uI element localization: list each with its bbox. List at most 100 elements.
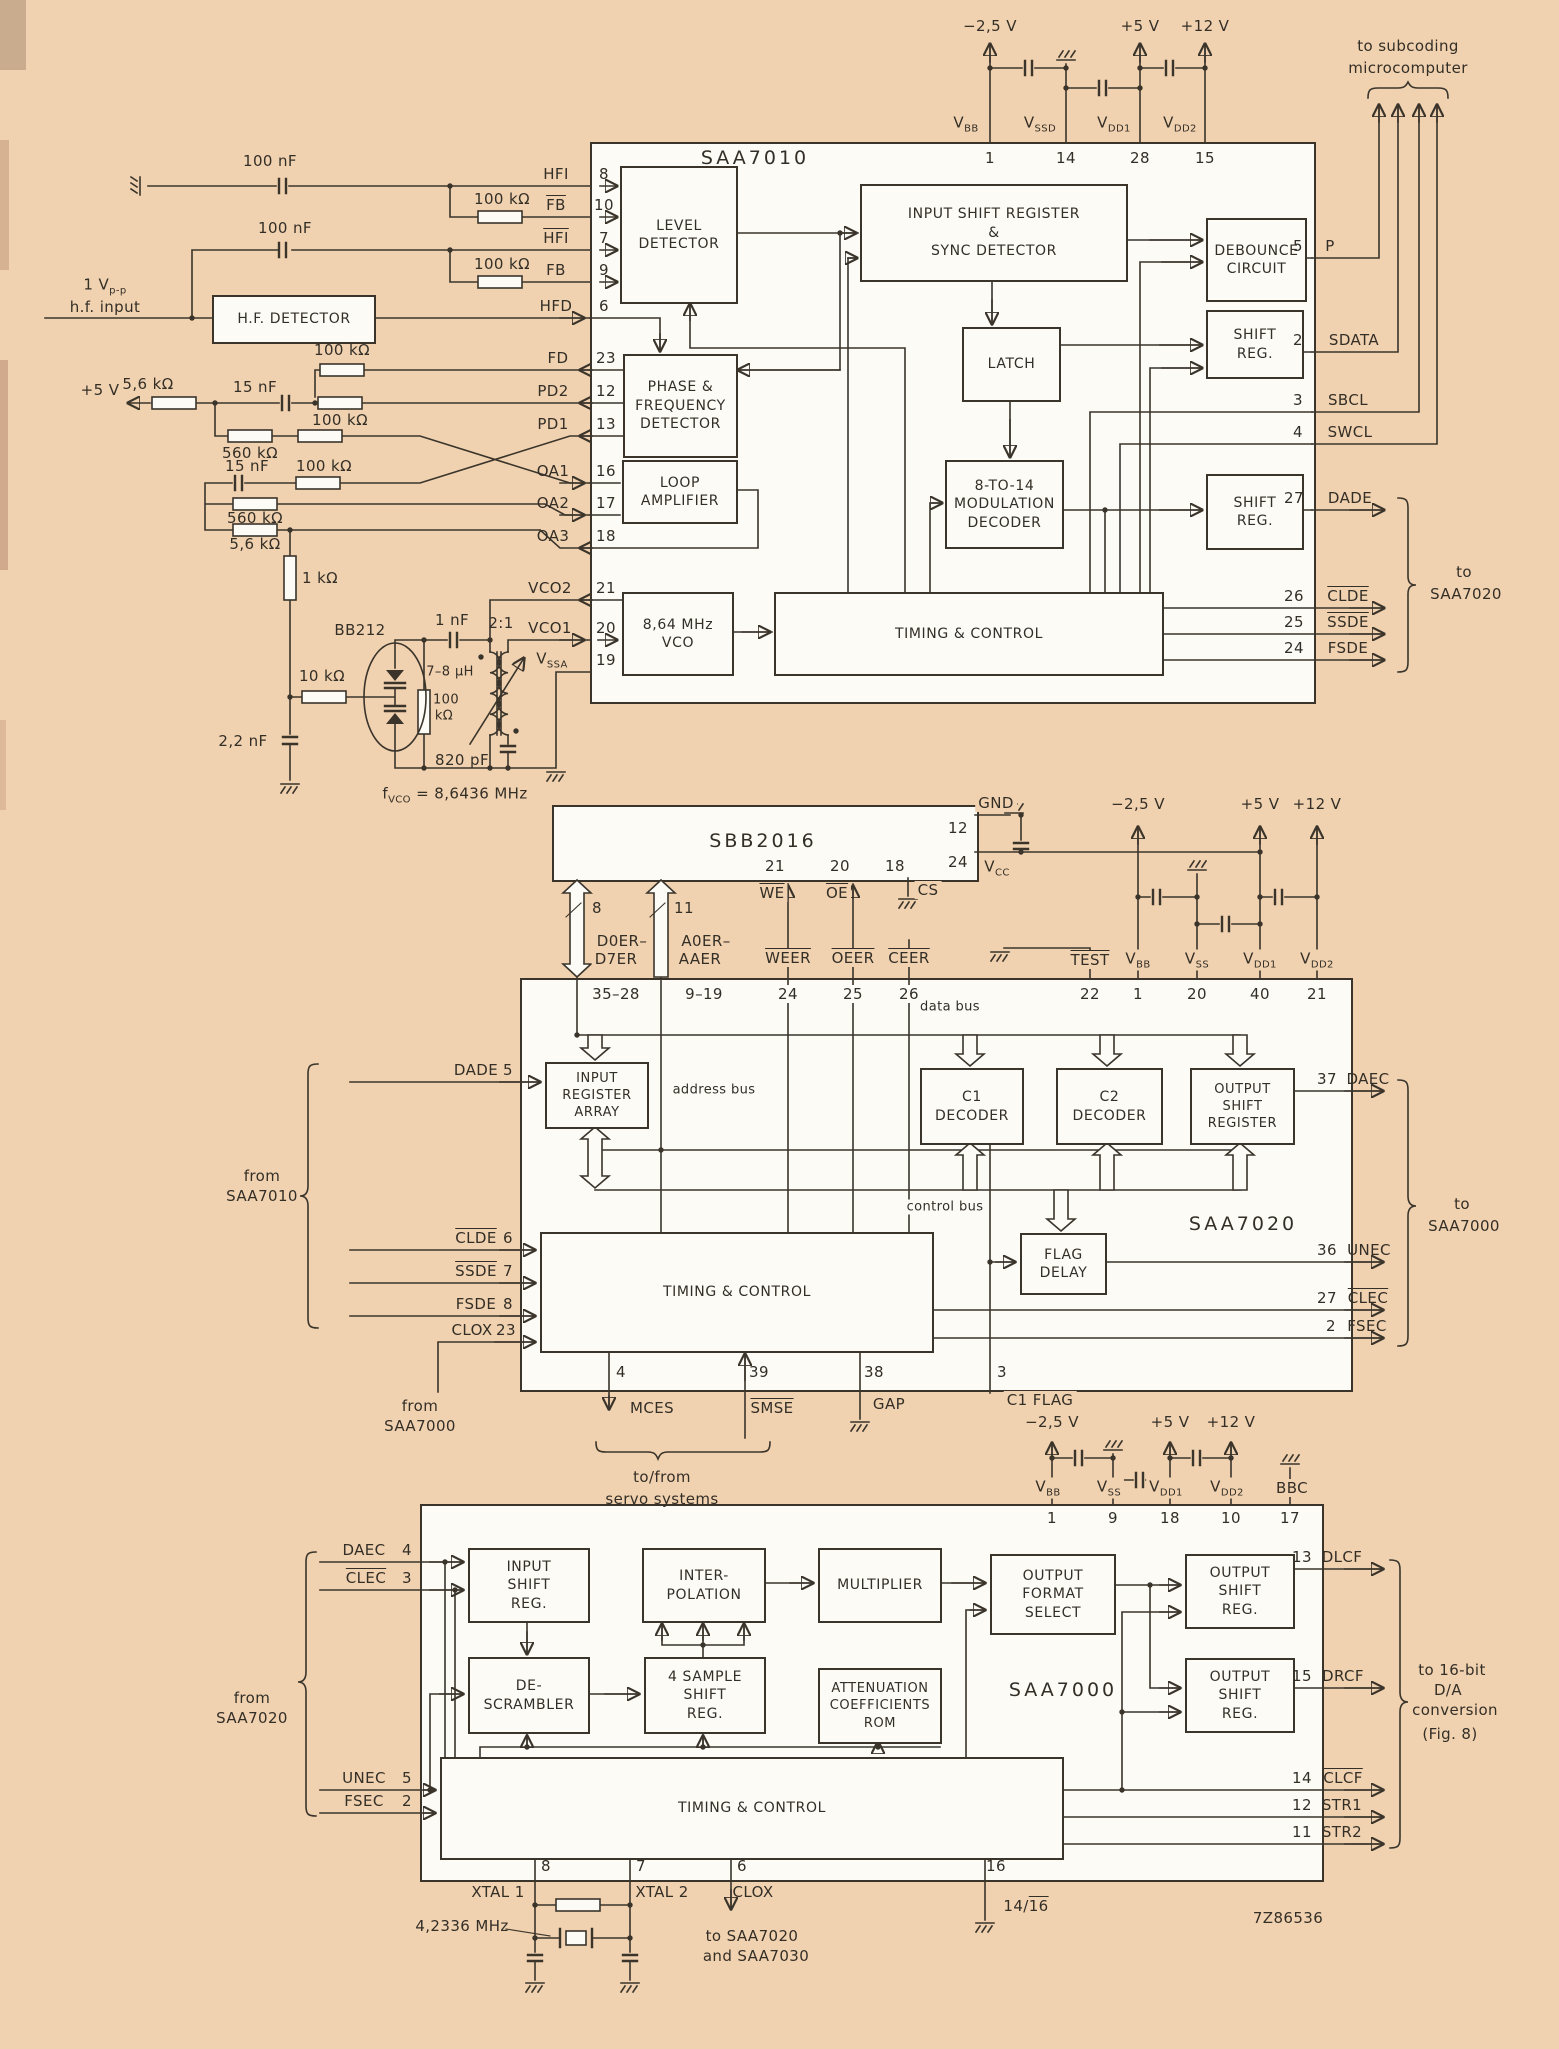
pin-daec-in-number: 4 — [402, 1541, 412, 1559]
servo-annotation-2: servo systems — [605, 1490, 719, 1508]
pin-smse-number: 39 — [749, 1363, 769, 1381]
pin-clde-in-number: 6 — [503, 1229, 513, 1247]
res-56k-2-label: 5,6 kΩ — [229, 535, 281, 553]
crystal-oscillator-network — [505, 1855, 995, 1993]
pin-vco2-label: VCO2 — [528, 579, 572, 597]
res-100k-2-label: 100 kΩ — [474, 255, 530, 273]
pin-pd1-label: PD1 — [537, 415, 569, 433]
pin-xtal1-label: XTAL 1 — [471, 1883, 525, 1901]
to-saa7000-annotation-1: to — [1454, 1195, 1470, 1213]
pin-vss-saa7000-label: VSS — [1093, 1477, 1125, 1499]
pin-weer-number: 24 — [775, 985, 801, 1003]
pin-smse-label: SMSE — [747, 1399, 797, 1417]
cap-15nf-1-label: 15 nF — [233, 378, 277, 396]
pin-daec-out-number: 37 — [1317, 1070, 1337, 1088]
vco-tank-network — [280, 529, 617, 794]
ram-oe-label: OE — [822, 884, 852, 902]
weer-label: WEER — [762, 949, 814, 967]
saa7000-internal-wires — [319, 1559, 1385, 1844]
pin-oeer-number: 25 — [840, 985, 866, 1003]
saa7010-to-saa7020-wires — [1159, 497, 1417, 673]
pin-hfi-bar-number: 7 — [599, 229, 609, 247]
pin-pd2-number: 12 — [596, 382, 616, 400]
pin-unec-in-number: 5 — [402, 1769, 412, 1787]
ram-we-label: WE — [756, 884, 788, 902]
data-bus-label: data bus — [917, 999, 983, 1015]
xtal-frequency-label: 4,2336 MHz — [415, 1917, 509, 1935]
pin-fsec-in-number: 2 — [402, 1792, 412, 1810]
pin-fb-number: 9 — [599, 261, 609, 279]
pin-test-number: 22 — [1077, 985, 1103, 1003]
to-clock-annotation-1: to SAA7020 — [705, 1927, 799, 1945]
pin-dade-in-label: DADE — [453, 1061, 499, 1079]
pin-vss-saa7020-number: 20 — [1184, 985, 1210, 1003]
pin-vco1-label: VCO1 — [528, 619, 572, 637]
saa7020-timing-control-block: TIMING & CONTROL — [540, 1232, 934, 1353]
pin-vdd1-saa7000-number: 18 — [1157, 1509, 1183, 1527]
pin-hfi-bar-label: HFI — [543, 229, 569, 247]
cap-820pf-label: 820 pF — [435, 751, 489, 769]
pin-sdata-label: SDATA — [1328, 331, 1380, 349]
pin-hfi-number: 8 — [599, 165, 609, 183]
from-saa7000-annotation-2: SAA7000 — [384, 1417, 456, 1435]
pin-vss-saa7020-label: VSS — [1181, 949, 1213, 971]
pin-clde-in-label: CLDE — [455, 1229, 497, 1247]
pin-drcf-label: DRCF — [1322, 1667, 1364, 1685]
cap-100nf-2-label: 100 nF — [258, 219, 312, 237]
from-saa7010-annotation-2: SAA7010 — [226, 1187, 298, 1205]
cap-2n2-label: 2,2 nF — [218, 732, 268, 750]
pin-ceer-number: 26 — [896, 985, 922, 1003]
pin-clox-in-label: CLOX — [451, 1321, 493, 1339]
descrambler-block: DE-SCRAMBLER — [468, 1657, 590, 1734]
pin-1416-number: 16 — [986, 1857, 1006, 1875]
hf-input-network — [44, 176, 617, 321]
transformer-ratio-label: 2:1 — [488, 614, 514, 632]
pin-fd-label: FD — [547, 349, 569, 367]
pin-dlcf-label: DLCF — [1321, 1548, 1363, 1566]
res-560k-1-label: 560 kΩ — [222, 444, 278, 462]
to-clock-annotation-2: and SAA7030 — [702, 1947, 810, 1965]
rail-plus12v-saa7020: +12 V — [1292, 795, 1342, 813]
pin-xtal2-label: XTAL 2 — [635, 1883, 689, 1901]
pin-unec-in-label: UNEC — [342, 1769, 386, 1787]
pin-clec-out-label: CLEC — [1347, 1289, 1389, 1307]
hf-input-level-label: 1 Vp-p — [83, 275, 127, 297]
pin-xtal1-number: 8 — [541, 1857, 551, 1875]
oeer-label: OEER — [828, 949, 878, 967]
ram-cs-label: CS — [914, 881, 942, 899]
to-da-annotation-1: to 16-bit — [1418, 1661, 1486, 1679]
saa7010-internal-wires — [589, 230, 1313, 632]
subcoding-annotation-2: microcomputer — [1348, 59, 1468, 77]
rail-plus5v-saa7010: +5 V — [1120, 17, 1160, 35]
hf-detector-block: H.F. DETECTOR — [212, 295, 376, 344]
pin-oa1-number: 16 — [596, 462, 616, 480]
pin-sdata-number: 2 — [1293, 331, 1303, 349]
pin-der-range: 35–28 — [589, 985, 643, 1003]
pin-fsec-in-label: FSEC — [344, 1792, 384, 1810]
pin-test-label: TEST — [1067, 951, 1113, 969]
res-56k-1-label: 5,6 kΩ — [122, 375, 174, 393]
res-100k-fd-label: 100 kΩ — [314, 341, 370, 359]
saa7020-title: SAA7020 — [1188, 1213, 1298, 1235]
hf-input-label: h.f. input — [69, 298, 141, 316]
pin-xtal2-number: 7 — [636, 1857, 646, 1875]
ram-vcc-label: VCC — [981, 857, 1013, 879]
res-100k-vert-label-2: kΩ — [434, 708, 454, 724]
pin-mces-number: 4 — [616, 1363, 626, 1381]
inductor-label: 7–8 µH — [426, 664, 474, 680]
cap-15nf-2-label: 15 nF — [225, 457, 269, 475]
pin-p-label: P — [1325, 237, 1335, 255]
data-bus-width-label: 8 — [589, 899, 605, 917]
pin-str2-number: 11 — [1292, 1823, 1312, 1841]
ram-gnd-number: 12 — [948, 819, 968, 837]
sbb2016-title: SBB2016 — [709, 830, 817, 852]
res-10k-label: 10 kΩ — [298, 667, 346, 685]
pin-vbb-saa7020-number: 1 — [1130, 985, 1146, 1003]
pin-ssde-in-number: 7 — [503, 1262, 513, 1280]
address-bus-label: address bus — [669, 1082, 759, 1098]
